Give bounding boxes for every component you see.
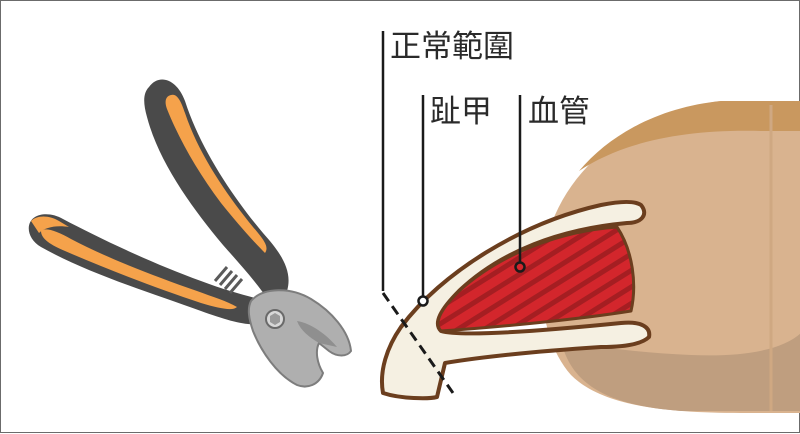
nail-clipper-icon [28,79,353,388]
blood-vessel-marker [514,261,526,273]
blood-vessel-label: 血管 [528,94,590,130]
toe-shadow [561,333,800,411]
lower-handle-tip [31,216,69,233]
lower-handle-grip [41,229,237,310]
nail-label: 趾甲 [430,94,492,130]
cut-guide-line [381,292,455,394]
upper-handle-grip [165,94,267,253]
toe-top [579,101,800,171]
normal-range-label: 正常範圍 [390,29,514,65]
nail-marker [417,295,429,307]
pivot-hex [270,313,280,325]
clipper-blade-gap [297,321,337,347]
clipper-jaw [247,289,353,388]
spring [213,266,244,294]
